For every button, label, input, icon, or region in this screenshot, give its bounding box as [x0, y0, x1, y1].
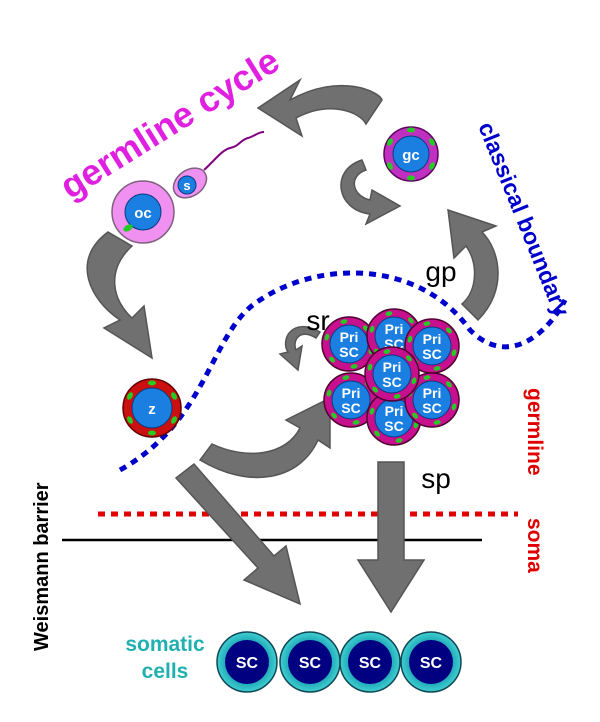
pri-sc-label-line1: Pri	[342, 385, 361, 401]
pri-sc-label-line1: Pri	[340, 329, 359, 345]
pri-sc-label-line2: SC	[384, 418, 403, 434]
classical-boundary-line	[118, 270, 568, 473]
arrow-gp	[447, 208, 499, 322]
soma-label: soma	[523, 518, 546, 573]
sperm-s: s	[172, 131, 265, 199]
pri-sc-label-line2: SC	[422, 400, 441, 416]
pri-sc-label-line1: Pri	[383, 359, 402, 375]
arrow-gc-self	[340, 159, 402, 226]
somatic-cell-label: SC	[420, 655, 443, 672]
zygote-z: z	[122, 378, 182, 438]
z-label: z	[148, 401, 156, 418]
somatic-cells-label-line1: somatic	[125, 633, 205, 656]
gp-label: gp	[425, 256, 456, 287]
pri-sc-label-line1: Pri	[385, 321, 404, 337]
oocyte-oc: oc	[111, 180, 175, 244]
weismann-barrier-label: Weismann barrier	[31, 482, 53, 651]
somatic-cell-label: SC	[236, 655, 259, 672]
arrow-zygote-to-soma	[174, 462, 302, 606]
germline-label: germline	[523, 388, 546, 476]
oc-label: oc	[134, 205, 152, 222]
arrow-sr	[278, 325, 322, 372]
pri-sc-label-line2: SC	[341, 400, 360, 416]
somatic-cell: SC	[400, 631, 462, 693]
arrow-oc-to-zygote	[86, 231, 153, 360]
somatic-cell: SC	[279, 631, 341, 693]
pri-sc-label-line1: Pri	[423, 331, 442, 347]
arrow-sp	[356, 461, 426, 614]
sp-label: sp	[421, 463, 451, 494]
germ-cell-gc: gc	[383, 126, 439, 182]
s-label: s	[183, 178, 190, 193]
germline-cycle-label: germline cycle	[53, 39, 287, 206]
sr-label: sr	[306, 305, 329, 336]
somatic-cell-label: SC	[359, 655, 382, 672]
pri-sc-label-line2: SC	[422, 346, 441, 362]
arrow-zygote-to-prisc	[198, 396, 331, 479]
somatic-cell: SC	[339, 631, 401, 693]
somatic-cell-label: SC	[299, 655, 322, 672]
pri-sc-label-line2: SC	[382, 374, 401, 390]
arrow-gc-to-sperm	[256, 77, 383, 138]
gc-label: gc	[402, 147, 420, 164]
pri-sc-label-line2: SC	[339, 344, 358, 360]
somatic-cells-label-line2: cells	[142, 660, 189, 683]
pri-sc-label-line1: Pri	[385, 403, 404, 419]
somatic-cells-row: SC SC SC SC	[216, 631, 462, 693]
somatic-cell: SC	[216, 631, 278, 693]
pri-sc-label-line1: Pri	[423, 385, 442, 401]
